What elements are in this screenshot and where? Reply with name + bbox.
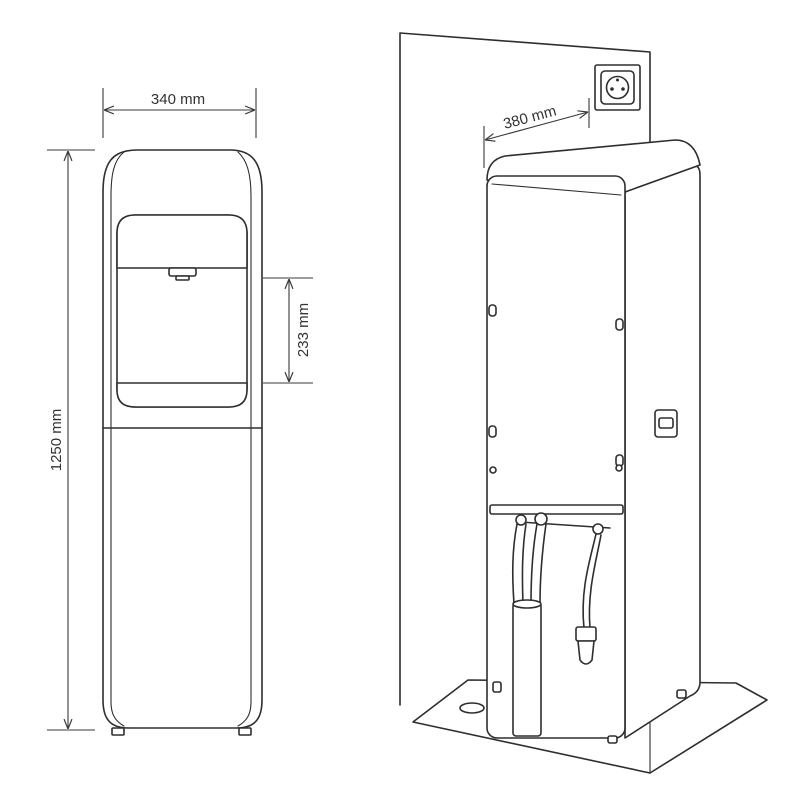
dispenser-nozzle: [175, 275, 190, 281]
cabinet-back-face: [486, 175, 626, 739]
installation-view: 380 mm: [399, 32, 768, 774]
drain-hose: [530, 523, 547, 605]
screw-left-3: [489, 466, 497, 474]
drain-standpipe-top: [512, 599, 542, 609]
power-connector: [592, 523, 604, 535]
drain-connector: [534, 512, 548, 526]
socket-hole-left: [610, 87, 614, 91]
water-hose: [511, 523, 527, 605]
wall-socket: [594, 64, 641, 111]
depth-dimension-line: [485, 112, 588, 140]
socket-frame: [600, 70, 635, 105]
front-left-foot: [111, 727, 125, 736]
cabinet-side-face: [624, 164, 701, 739]
socket-plate: [594, 64, 641, 111]
water-inlet-connector: [515, 514, 527, 526]
socket-ground-pin: [616, 78, 619, 82]
height-dimension: 1250 mm: [47, 149, 95, 731]
rear-left-foot: [492, 681, 502, 693]
front-view: [102, 149, 263, 736]
front-right-foot: [238, 727, 252, 736]
cabinet-top-rim: [491, 183, 622, 196]
dispenser-tap: [168, 267, 197, 277]
screw-right-1: [615, 318, 624, 331]
drip-tray: [116, 382, 248, 408]
dispenser-hood: [116, 214, 248, 269]
socket-hole-right: [621, 87, 625, 91]
front-right-panel-line: [237, 151, 252, 727]
screw-right-3: [615, 464, 623, 472]
drain-standpipe: [512, 602, 542, 737]
cabinet-rear: [486, 139, 701, 744]
cabinet-side-handle-slot: [658, 417, 674, 429]
power-plug-head: [577, 640, 595, 665]
front-left-panel-line: [110, 151, 125, 727]
side-rear-foot: [676, 689, 687, 699]
screw-left-1: [488, 304, 497, 317]
screw-left-2: [488, 425, 497, 438]
dispense-height-dimension: 233 mm: [263, 277, 313, 384]
floor-drain-hole: [459, 702, 485, 714]
power-cable: [582, 533, 602, 629]
cabinet-side-handle: [654, 409, 678, 438]
height-label: 1250 mm: [48, 409, 65, 472]
power-plug: [575, 626, 597, 642]
width-label: 340 mm: [151, 91, 205, 108]
socket-recess: [605, 75, 630, 100]
rear-right-foot: [607, 735, 618, 744]
connection-bracket: [489, 504, 624, 515]
dispense-height-label: 233 mm: [295, 303, 312, 357]
width-dimension: 340 mm: [102, 88, 257, 138]
